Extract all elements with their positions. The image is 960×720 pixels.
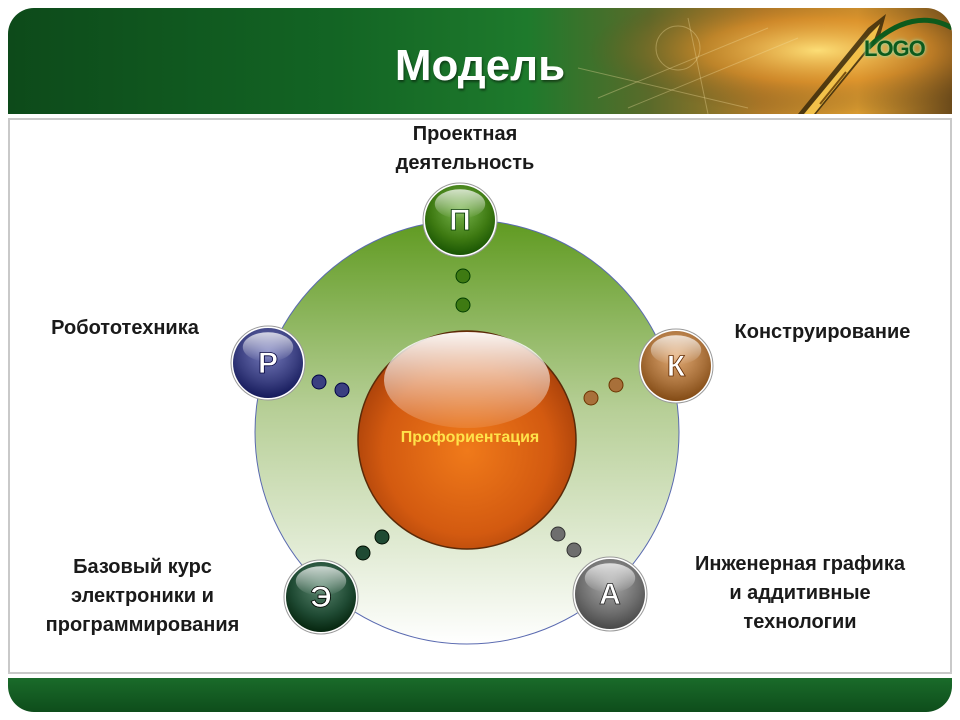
caption-p: Проектная деятельность: [395, 123, 535, 174]
node-e: Э: [283, 559, 359, 635]
node-letter-e: Э: [310, 581, 331, 614]
center-label: Профориентация: [401, 429, 540, 446]
connectors: [311, 268, 624, 561]
connector-dot-p-2: [455, 297, 471, 313]
caption-k: Конструирование: [734, 321, 911, 343]
center-node: Профориентация: [357, 330, 577, 550]
caption-r: Робототехника: [51, 317, 199, 339]
connector-dot-e-1: [374, 529, 390, 545]
caption-e: Базовый курс электроники и программирова…: [45, 556, 240, 636]
footer-bar: [8, 678, 952, 712]
node-p: П: [422, 182, 498, 258]
node-r: Р: [230, 325, 306, 401]
node-letter-r: Р: [258, 347, 278, 380]
connector-dot-p-1: [455, 268, 471, 284]
node-letter-k: К: [667, 350, 686, 383]
node-a: А: [572, 556, 648, 632]
nodes: П К А Э Р: [230, 182, 714, 635]
connector-dot-k-2: [583, 390, 599, 406]
connector-dot-e-2: [355, 545, 371, 561]
connector-dot-a-1: [550, 526, 566, 542]
pen-decoration-icon: [568, 8, 952, 114]
node-letter-a: А: [599, 578, 621, 611]
node-letter-p: П: [449, 204, 471, 237]
connector-dot-a-2: [566, 542, 582, 558]
logo-text: LOGO: [864, 36, 926, 61]
connector-dot-r-1: [311, 374, 327, 390]
connector-dot-r-2: [334, 382, 350, 398]
node-k: К: [638, 328, 714, 404]
connector-dot-k-1: [608, 377, 624, 393]
slide-title: Модель: [394, 41, 566, 90]
caption-a: Инженерная графика и аддитивные технолог…: [695, 553, 905, 633]
header-banner: [8, 8, 952, 114]
